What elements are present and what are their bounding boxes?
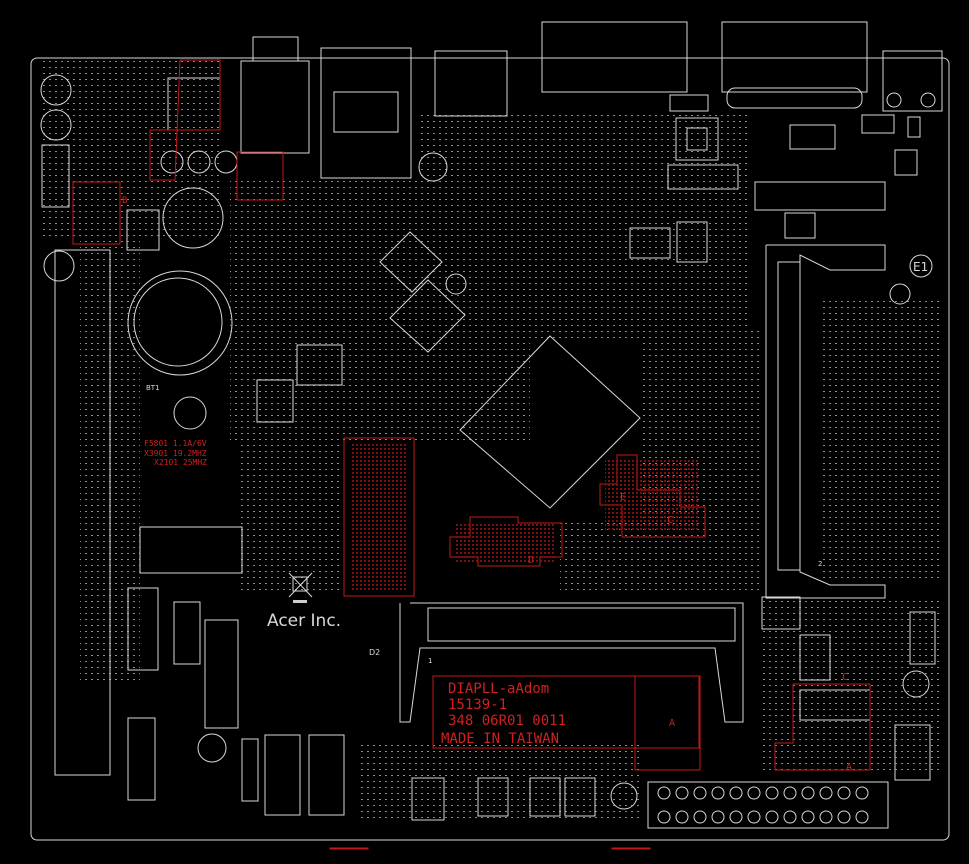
dimm-horizontal bbox=[399, 602, 744, 723]
chip-square bbox=[675, 117, 719, 161]
silk-line4: MADE IN TAIWAN bbox=[441, 731, 559, 747]
silk-label-box bbox=[432, 675, 700, 749]
ic-rect bbox=[139, 526, 243, 574]
weee-icon bbox=[288, 572, 313, 603]
silk-line2: 15139-1 bbox=[448, 697, 507, 713]
zone-label-c2: C bbox=[842, 672, 848, 683]
mounting-mark bbox=[909, 254, 933, 278]
zone-label-c: C bbox=[667, 515, 673, 526]
vendor-mark: Acer Inc. bbox=[267, 611, 341, 631]
vga-connector bbox=[541, 21, 688, 93]
dimm-vertical bbox=[765, 244, 886, 599]
red-zones bbox=[72, 59, 871, 850]
ref-d2: D2 bbox=[369, 648, 380, 657]
battery-label: BT1 bbox=[146, 384, 160, 392]
dc-jack bbox=[882, 50, 943, 112]
soc bbox=[379, 152, 930, 810]
pin-1-label: 1 bbox=[428, 657, 432, 665]
atx-pins bbox=[657, 786, 869, 824]
silk-line1: DIAPLL-aAdom bbox=[448, 681, 549, 697]
zone-label-a2: A bbox=[846, 762, 852, 773]
headers bbox=[667, 94, 921, 239]
capacitor-large bbox=[162, 187, 224, 249]
lan-usb-stack bbox=[320, 47, 412, 179]
pcie-slot bbox=[54, 249, 111, 776]
zone-label-b: B bbox=[122, 196, 127, 206]
atx-power bbox=[647, 781, 889, 829]
board-outline bbox=[30, 57, 950, 841]
ref-e1: E1 bbox=[913, 260, 928, 274]
cmos-battery bbox=[127, 270, 233, 376]
pin-2-label: 2 bbox=[818, 560, 822, 568]
silk-line3: 348 06R01 0011 bbox=[448, 713, 566, 729]
left-components bbox=[40, 74, 345, 816]
zone-label-a: A bbox=[669, 718, 675, 729]
audio-jack-top bbox=[252, 36, 299, 62]
sata-2 bbox=[308, 734, 345, 816]
note-fuse: F5801 1.1A/6V bbox=[144, 439, 207, 448]
note-xtal2: X2101 25MHZ bbox=[154, 458, 207, 467]
rohs-icon bbox=[889, 283, 911, 305]
vrm-area bbox=[296, 221, 936, 821]
zone-label-d: D bbox=[528, 555, 534, 566]
zone-label-e: E bbox=[620, 492, 626, 503]
serial-connector bbox=[721, 21, 868, 93]
memory-chip-highlight bbox=[343, 437, 415, 597]
sata-1 bbox=[264, 734, 301, 816]
note-xtal1: X3901 19.2MHZ bbox=[144, 449, 207, 458]
rear-io bbox=[240, 21, 943, 179]
audio-jack-block bbox=[240, 60, 310, 154]
usb-stack bbox=[434, 50, 508, 117]
